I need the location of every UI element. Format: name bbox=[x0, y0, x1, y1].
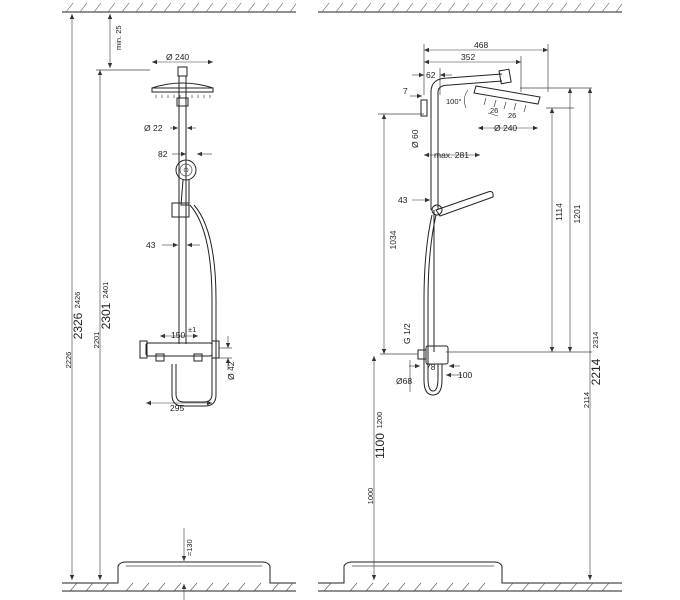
left-height-a-mid: 2326 bbox=[71, 312, 85, 339]
left-slider bbox=[171, 202, 190, 218]
right-hose bbox=[423, 214, 443, 396]
right-height-e-mid: 2214 bbox=[589, 358, 603, 385]
left-height-a-low: 2226 bbox=[64, 352, 73, 369]
left-height-b-mid: 2301 bbox=[99, 302, 113, 329]
right-arm-offset: 62 bbox=[426, 70, 436, 80]
right-thermostat-mixer bbox=[417, 345, 449, 365]
left-handshower-offset: 82 bbox=[158, 149, 168, 159]
left-overhead-shower bbox=[151, 66, 214, 98]
left-axis-tolerance: ±1 bbox=[188, 325, 196, 334]
left-ceiling bbox=[62, 2, 297, 13]
right-outlet-depth: 100 bbox=[458, 370, 472, 380]
left-head-diameter: Ø 240 bbox=[166, 52, 189, 62]
right-head-diameter: Ø 240 bbox=[494, 123, 517, 133]
right-thread: G 1/2 bbox=[402, 323, 412, 344]
left-holder-offset: 43 bbox=[146, 240, 156, 250]
right-riser-and-arm bbox=[420, 68, 512, 210]
right-rail-diameter: Ø 60 bbox=[410, 129, 420, 148]
left-height-b-low: 2201 bbox=[92, 332, 101, 349]
right-wall-gap: 7 bbox=[403, 86, 408, 96]
left-height-a-high: 2426 bbox=[73, 292, 82, 309]
left-mixer-width: 295 bbox=[170, 403, 184, 413]
left-pipe-diameter: Ø 22 bbox=[144, 123, 163, 133]
right-height-d: 1201 bbox=[572, 204, 582, 223]
left-clearance-top: min. 25 bbox=[114, 25, 123, 50]
left-hand-shower bbox=[175, 159, 197, 206]
left-floor bbox=[62, 561, 296, 592]
left-axis-distance: 150 bbox=[171, 330, 185, 340]
left-height-b-high: 2401 bbox=[101, 282, 110, 299]
right-height-e-low: 2114 bbox=[582, 392, 591, 408]
right-mixer-high: 1200 bbox=[375, 412, 384, 429]
right-floor bbox=[318, 561, 622, 592]
right-arm-total: 468 bbox=[474, 40, 488, 50]
left-floor-clearance: ≈130 bbox=[185, 539, 194, 556]
left-thermostat-mixer bbox=[139, 340, 220, 362]
right-nozzle-b: 26 bbox=[508, 111, 516, 120]
left-height-dimensions bbox=[69, 14, 150, 580]
right-ceiling bbox=[318, 2, 623, 13]
right-overhead-shower bbox=[473, 85, 541, 113]
right-outlet-diameter: Ø68 bbox=[396, 376, 412, 386]
left-riser-pipe bbox=[176, 76, 189, 344]
right-tilt-angle: 100° bbox=[446, 97, 462, 106]
right-height-c: 1114 bbox=[554, 203, 564, 221]
right-mixer-low: 1000 bbox=[366, 488, 375, 505]
right-view: 468 352 62 7 100° 26 26 bbox=[318, 2, 623, 592]
right-holder-offset: 43 bbox=[398, 195, 408, 205]
right-nozzle-a: 26 bbox=[490, 106, 498, 115]
left-outlet-diameter: Ø 42 bbox=[226, 361, 236, 380]
right-arm-reach: 352 bbox=[461, 52, 475, 62]
right-height-e-high: 2314 bbox=[591, 332, 600, 349]
right-outlet-width: 78 bbox=[426, 362, 436, 372]
right-hand-shower bbox=[431, 191, 494, 217]
right-max-reach: max. 281 bbox=[434, 150, 469, 160]
left-hose bbox=[175, 204, 213, 403]
right-rail-height: 1034 bbox=[388, 230, 398, 249]
right-mixer-mid: 1100 bbox=[373, 433, 387, 459]
left-view: min. 25 2226 2326 2426 2201 2301 2401 Ø … bbox=[62, 2, 297, 600]
